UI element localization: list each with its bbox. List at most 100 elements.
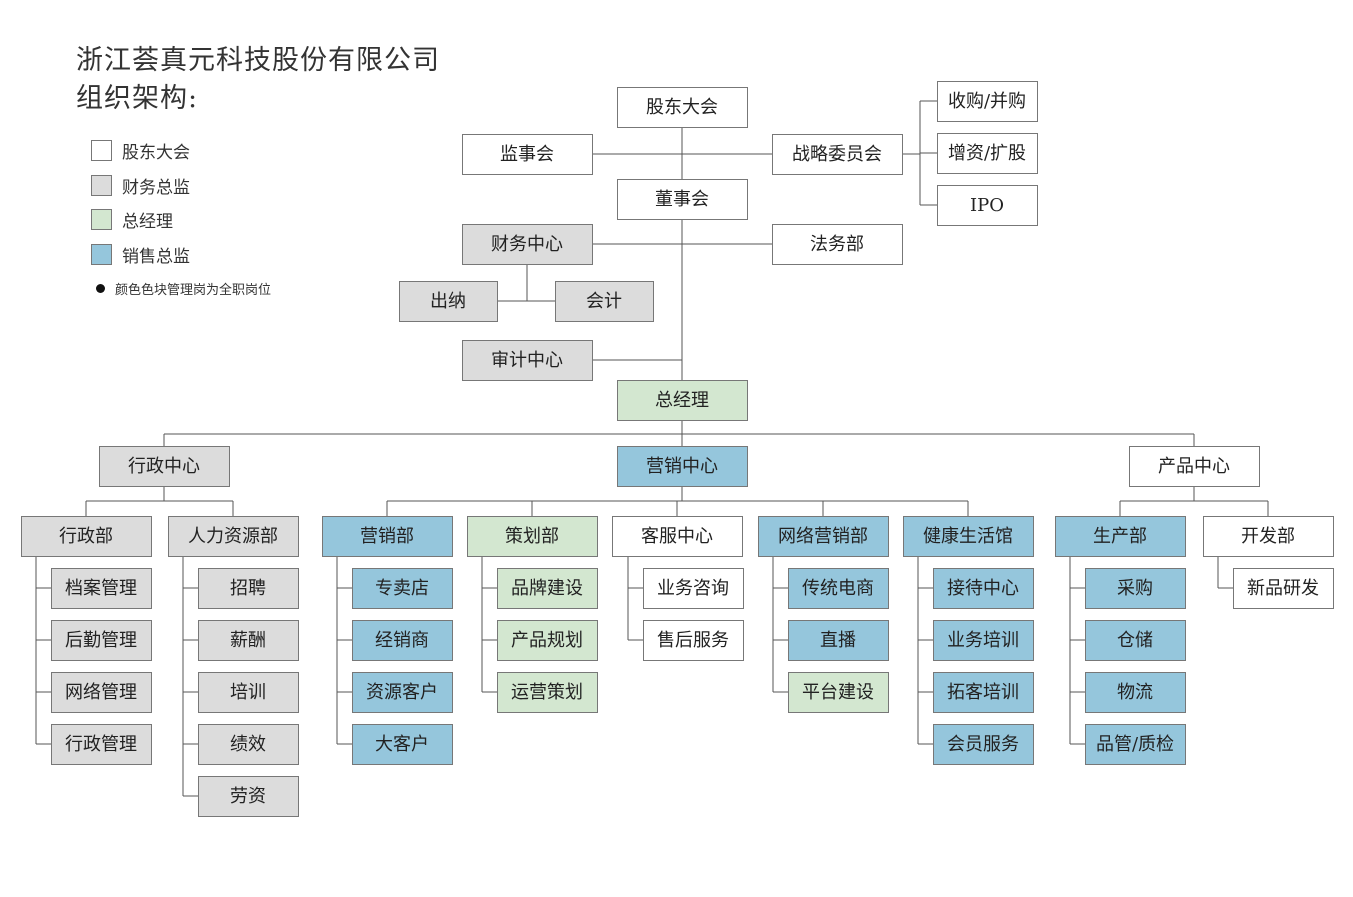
- node-procurement: 采购: [1085, 568, 1186, 609]
- node-box: [322, 516, 453, 557]
- legend-label: 总经理: [122, 211, 173, 232]
- node-box: [1085, 672, 1186, 713]
- node-box: [352, 724, 453, 765]
- node-box: [788, 672, 889, 713]
- node-acquisition: 收购/并购: [937, 81, 1038, 122]
- node-cashier: 出纳: [399, 281, 498, 322]
- node-legal-dept: 法务部: [772, 224, 903, 265]
- node-box: [772, 224, 903, 265]
- node-box: [399, 281, 498, 322]
- node-distributor: 经销商: [352, 620, 453, 661]
- node-box: [467, 516, 598, 557]
- node-quality-control: 品管/质检: [1085, 724, 1186, 765]
- node-admin-mgmt: 行政管理: [51, 724, 152, 765]
- node-label: 业务培训: [947, 630, 1019, 651]
- node-label: 仓储: [1117, 630, 1153, 651]
- legend-note: 颜色色块管理岗为全职岗位: [96, 279, 271, 298]
- node-customer-service: 客服中心: [612, 516, 743, 557]
- node-label: 平台建设: [802, 682, 874, 703]
- node-performance: 绩效: [198, 724, 299, 765]
- node-box: [612, 516, 743, 557]
- node-labor: 劳资: [198, 776, 299, 817]
- node-admin-center: 行政中心: [99, 446, 230, 487]
- node-box: [198, 724, 299, 765]
- legend-label: 财务总监: [122, 177, 190, 198]
- node-label: 品牌建设: [511, 578, 583, 599]
- node-label: 会计: [586, 291, 622, 312]
- node-box: [643, 568, 744, 609]
- node-recruitment: 招聘: [198, 568, 299, 609]
- node-box: [1203, 516, 1334, 557]
- node-box: [497, 620, 598, 661]
- node-label: 股东大会: [646, 97, 718, 118]
- node-box: [788, 620, 889, 661]
- node-label: 网络营销部: [778, 526, 868, 547]
- node-label: 开发部: [1241, 526, 1295, 547]
- node-label: 客服中心: [641, 526, 713, 547]
- node-store: 专卖店: [352, 568, 453, 609]
- node-box: [933, 620, 1034, 661]
- node-label: 财务中心: [491, 234, 563, 255]
- node-label: 拓客培训: [947, 682, 1019, 703]
- node-label: 健康生活馆: [923, 526, 1013, 547]
- legend-swatch-gray: [91, 174, 112, 196]
- node-label: 绩效: [230, 734, 266, 755]
- node-box: [758, 516, 889, 557]
- node-label: 档案管理: [65, 578, 137, 599]
- node-box: [933, 568, 1034, 609]
- legend-label: 股东大会: [122, 142, 190, 163]
- node-business-consulting: 业务咨询: [643, 568, 744, 609]
- node-label: 营销部: [360, 526, 414, 547]
- node-general-manager: 总经理: [617, 380, 748, 421]
- node-box: [933, 724, 1034, 765]
- node-label: 网络管理: [65, 682, 137, 703]
- node-admin-dept: 行政部: [21, 516, 152, 557]
- node-box: [1233, 568, 1334, 609]
- node-livestream: 直播: [788, 620, 889, 661]
- node-reception-center: 接待中心: [933, 568, 1034, 609]
- node-finance-center: 财务中心: [462, 224, 593, 265]
- node-box: [1085, 568, 1186, 609]
- node-label: 运营策划: [511, 682, 583, 703]
- node-box: [99, 446, 230, 487]
- node-board: 董事会: [617, 179, 748, 220]
- node-box: [617, 87, 748, 128]
- node-box: [1129, 446, 1260, 487]
- node-accounting: 会计: [555, 281, 654, 322]
- legend-swatch-white: [91, 139, 112, 161]
- node-label: 资源客户: [366, 682, 438, 703]
- node-box: [352, 568, 453, 609]
- node-box: [198, 568, 299, 609]
- node-label: 产品规划: [511, 630, 583, 651]
- node-network-mgmt: 网络管理: [51, 672, 152, 713]
- node-box: [772, 134, 903, 175]
- node-label: 战略委员会: [792, 144, 882, 165]
- node-label: 专卖店: [375, 578, 429, 599]
- node-capital-increase: 增资/扩股: [937, 133, 1038, 174]
- node-box: [1085, 724, 1186, 765]
- node-box: [617, 446, 748, 487]
- node-box: [168, 516, 299, 557]
- node-box: [937, 81, 1038, 122]
- node-label: 产品中心: [1158, 456, 1230, 477]
- node-box: [555, 281, 654, 322]
- node-label: 增资/扩股: [948, 143, 1026, 164]
- node-box: [462, 340, 593, 381]
- node-label: 行政管理: [65, 734, 137, 755]
- legend-label: 销售总监: [122, 246, 190, 267]
- node-label: 培训: [230, 682, 266, 703]
- node-key-account: 大客户: [352, 724, 453, 765]
- node-label: 人力资源部: [188, 526, 278, 547]
- node-ipo: IPO: [937, 185, 1038, 226]
- node-label: 经销商: [375, 630, 429, 651]
- node-box: [462, 224, 593, 265]
- node-development-dept: 开发部: [1203, 516, 1334, 557]
- node-label: IPO: [970, 195, 1004, 216]
- node-label: 采购: [1117, 578, 1153, 599]
- node-label: 招聘: [230, 578, 266, 599]
- node-shareholders: 股东大会: [617, 87, 748, 128]
- node-label: 接待中心: [947, 578, 1019, 599]
- chart-subtitle: 组织架构:: [76, 83, 199, 114]
- node-marketing-center: 营销中心: [617, 446, 748, 487]
